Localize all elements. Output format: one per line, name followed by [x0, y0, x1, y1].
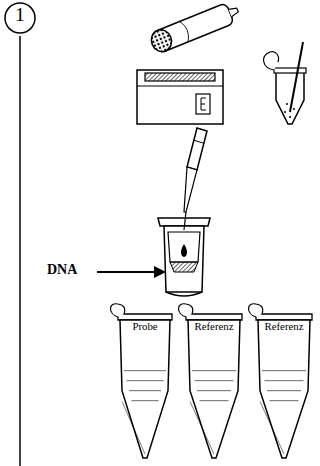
tube-label: Referenz [178, 306, 244, 333]
callout-number: 1 [4, 2, 36, 27]
part-label: DNA [46, 262, 78, 278]
pipette [184, 128, 207, 212]
tube-label: Referenz [248, 306, 314, 333]
sample-swab [148, 0, 242, 55]
dna-arrow [97, 266, 166, 278]
spin-column [158, 212, 210, 296]
balance [137, 70, 223, 124]
lysis-tube [264, 42, 306, 124]
tube-label: Probe [110, 306, 174, 333]
sample-tube: Probe [110, 306, 174, 460]
step-number: 1 [4, 2, 36, 34]
step-line [19, 36, 21, 466]
sample-tube: Referenz [248, 306, 314, 460]
sample-tube: Referenz [178, 306, 244, 460]
